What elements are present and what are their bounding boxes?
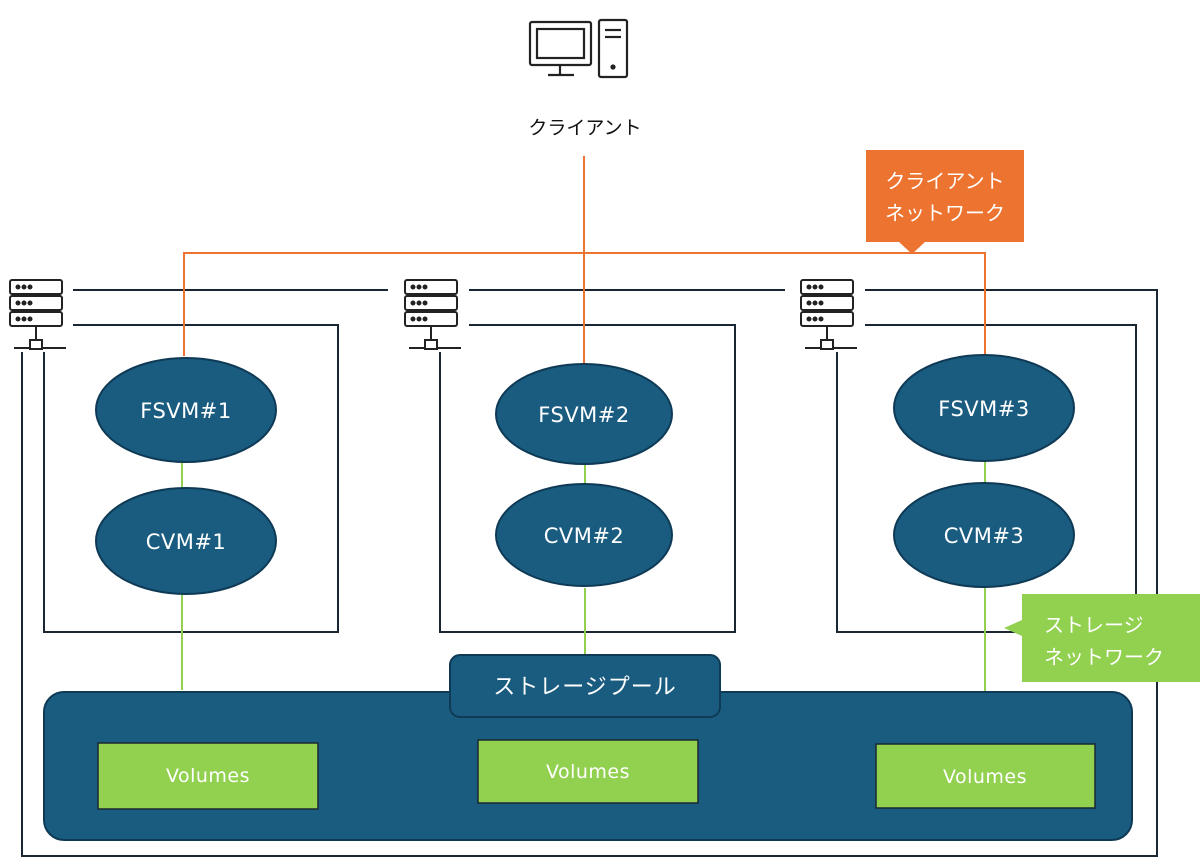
server-icon xyxy=(800,279,857,350)
cvm-node-2: CVM#2 xyxy=(495,483,673,587)
storage-pool-label: ストレージプール xyxy=(449,654,721,718)
storage-network-callout-line1: ストレージ xyxy=(1044,613,1144,637)
cvm-node-3: CVM#3 xyxy=(893,482,1075,588)
storage-pool-title: ストレージプール xyxy=(493,675,677,700)
volume-label-1: Volumes xyxy=(166,765,250,787)
fsvm-node-3: FSVM#3 xyxy=(893,354,1075,462)
client-network-callout-line1: クライアント xyxy=(885,169,1004,193)
volume-box-3: Volumes xyxy=(875,743,1096,809)
server-icon xyxy=(9,279,66,350)
volume-box-1: Volumes xyxy=(97,742,319,810)
client-label: クライアント xyxy=(528,117,641,139)
fsvm-node-1: FSVM#1 xyxy=(95,357,277,463)
fsvm-label-2: FSVM#2 xyxy=(538,403,629,427)
fsvm-label-3: FSVM#3 xyxy=(938,397,1029,421)
storage-network-links xyxy=(181,460,986,692)
client-network-callout: クライアント ネットワーク xyxy=(866,150,1024,254)
cvm-node-1: CVM#1 xyxy=(95,487,277,595)
client-network-links xyxy=(183,156,986,366)
server-icon xyxy=(404,279,461,350)
desktop-computer-icon xyxy=(528,18,629,79)
storage-network-callout-line2: ネットワーク xyxy=(1044,645,1164,669)
fsvm-node-2: FSVM#2 xyxy=(495,363,673,465)
storage-network-callout: ストレージ ネットワーク xyxy=(1004,594,1200,682)
volume-box-2: Volumes xyxy=(477,739,699,804)
cvm-label-3: CVM#3 xyxy=(944,524,1025,548)
cvm-label-1: CVM#1 xyxy=(146,530,227,554)
volume-label-2: Volumes xyxy=(546,761,630,783)
client-network-callout-line2: ネットワーク xyxy=(885,201,1005,225)
fsvm-label-1: FSVM#1 xyxy=(140,399,231,423)
cvm-label-2: CVM#2 xyxy=(544,524,625,548)
volume-label-3: Volumes xyxy=(943,766,1027,788)
